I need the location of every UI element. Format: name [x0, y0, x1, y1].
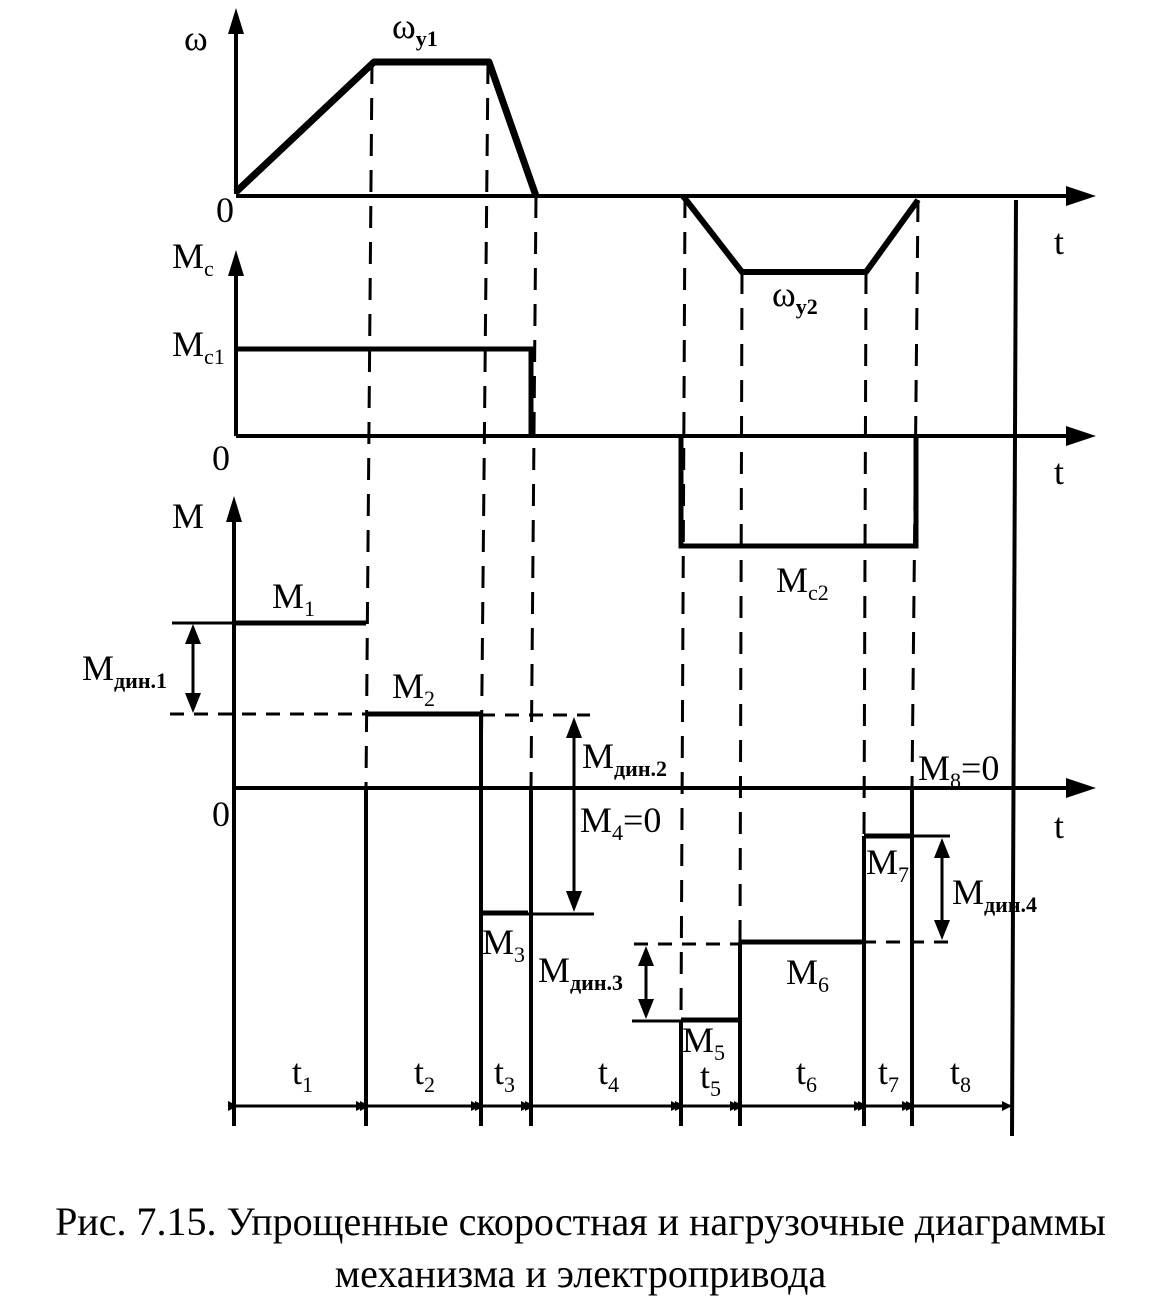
omega-y2-label: ωy2: [772, 274, 818, 319]
mc-axis-arrowhead: [228, 250, 244, 276]
interval-label-t6: t6: [796, 1052, 817, 1097]
mc2-level: [678, 436, 919, 549]
boundary-t6-dashed: [862, 271, 868, 837]
interval-label-t7: t7: [878, 1052, 899, 1097]
interval-label-t1: t1: [292, 1052, 313, 1097]
m7-label: M7: [866, 842, 909, 887]
interval-label-t2: t2: [414, 1052, 435, 1097]
mc1-label: Mc1: [172, 324, 225, 369]
omega-y1-label: ωy1: [392, 6, 438, 51]
speed-curve-reverse: [680, 194, 921, 275]
boundary-t7-dashed: [910, 199, 920, 789]
boundary-t1-dashed: [364, 61, 374, 789]
m5-label: M5: [682, 1020, 725, 1065]
mdyn4-dimension: [934, 838, 950, 940]
boundary-t3-dashed: [529, 195, 538, 789]
mdyn3-dimension: [638, 946, 654, 1019]
speed-time-label: t: [1054, 222, 1064, 262]
load-time-label: t: [1054, 452, 1064, 492]
speed-diagram: [228, 8, 1096, 275]
omega-axis-arrowhead: [228, 8, 244, 34]
boundary-t2-dashed: [479, 61, 490, 789]
m6-label: M6: [786, 952, 829, 997]
mc1-level: [236, 346, 534, 436]
mdyn2-dimension: [566, 717, 582, 912]
static-load-diagram: [228, 250, 1096, 549]
interval-label-t4: t4: [598, 1052, 619, 1097]
interval-label-t5: t5: [700, 1056, 721, 1101]
interval-boundaries: [364, 61, 1018, 1137]
figure-caption: Рис. 7.15. Упрощенные скоростная и нагру…: [0, 1196, 1161, 1300]
mdyn3-label: Mдин.3: [538, 950, 623, 995]
mdyn1-label: Mдин.1: [82, 648, 167, 693]
m-axis-label: M: [172, 496, 204, 536]
load-diagram-figure: ω 0 t ωy1 ωy2 Mc Mc1 0 t Mc2 M 0 t M1 M2…: [82, 6, 1096, 1137]
mdyn4-label: Mдин.4: [952, 872, 1037, 917]
load-time-arrowhead: [1066, 426, 1096, 446]
interval-label-t3: t3: [494, 1052, 515, 1097]
load-origin-label: 0: [212, 438, 230, 478]
m2-label: M2: [392, 666, 435, 711]
torque-diagram: [170, 496, 1096, 1126]
boundary-t8-solid: [1010, 199, 1018, 1137]
torque-time-label: t: [1054, 806, 1064, 846]
interval-label-t8: t8: [950, 1052, 971, 1097]
mdyn1-dimension: [185, 624, 201, 713]
speed-time-arrowhead: [1066, 186, 1096, 206]
speed-curve-forward: [233, 58, 540, 198]
mc2-label: Mc2: [776, 560, 829, 605]
boundary-t4-dashed: [679, 195, 687, 1021]
caption-line-1: Рис. 7.15. Упрощенные скоростная и нагру…: [55, 1199, 1106, 1244]
m-axis-arrowhead: [226, 496, 242, 522]
m8-label: M8=0: [918, 748, 999, 793]
boundary-t5-dashed: [738, 271, 744, 943]
m1-label: M1: [272, 576, 315, 621]
torque-time-arrowhead: [1066, 778, 1096, 798]
mc-axis-label: Mc: [172, 236, 214, 281]
mdyn2-label: Mдин.2: [582, 736, 667, 781]
caption-line-2: механизма и электропривода: [334, 1251, 827, 1296]
m3-label: M3: [482, 922, 525, 967]
omega-axis-label: ω: [184, 18, 208, 58]
m4-label: M4=0: [580, 800, 661, 845]
torque-origin-label: 0: [212, 794, 230, 834]
speed-origin-label: 0: [216, 190, 234, 230]
